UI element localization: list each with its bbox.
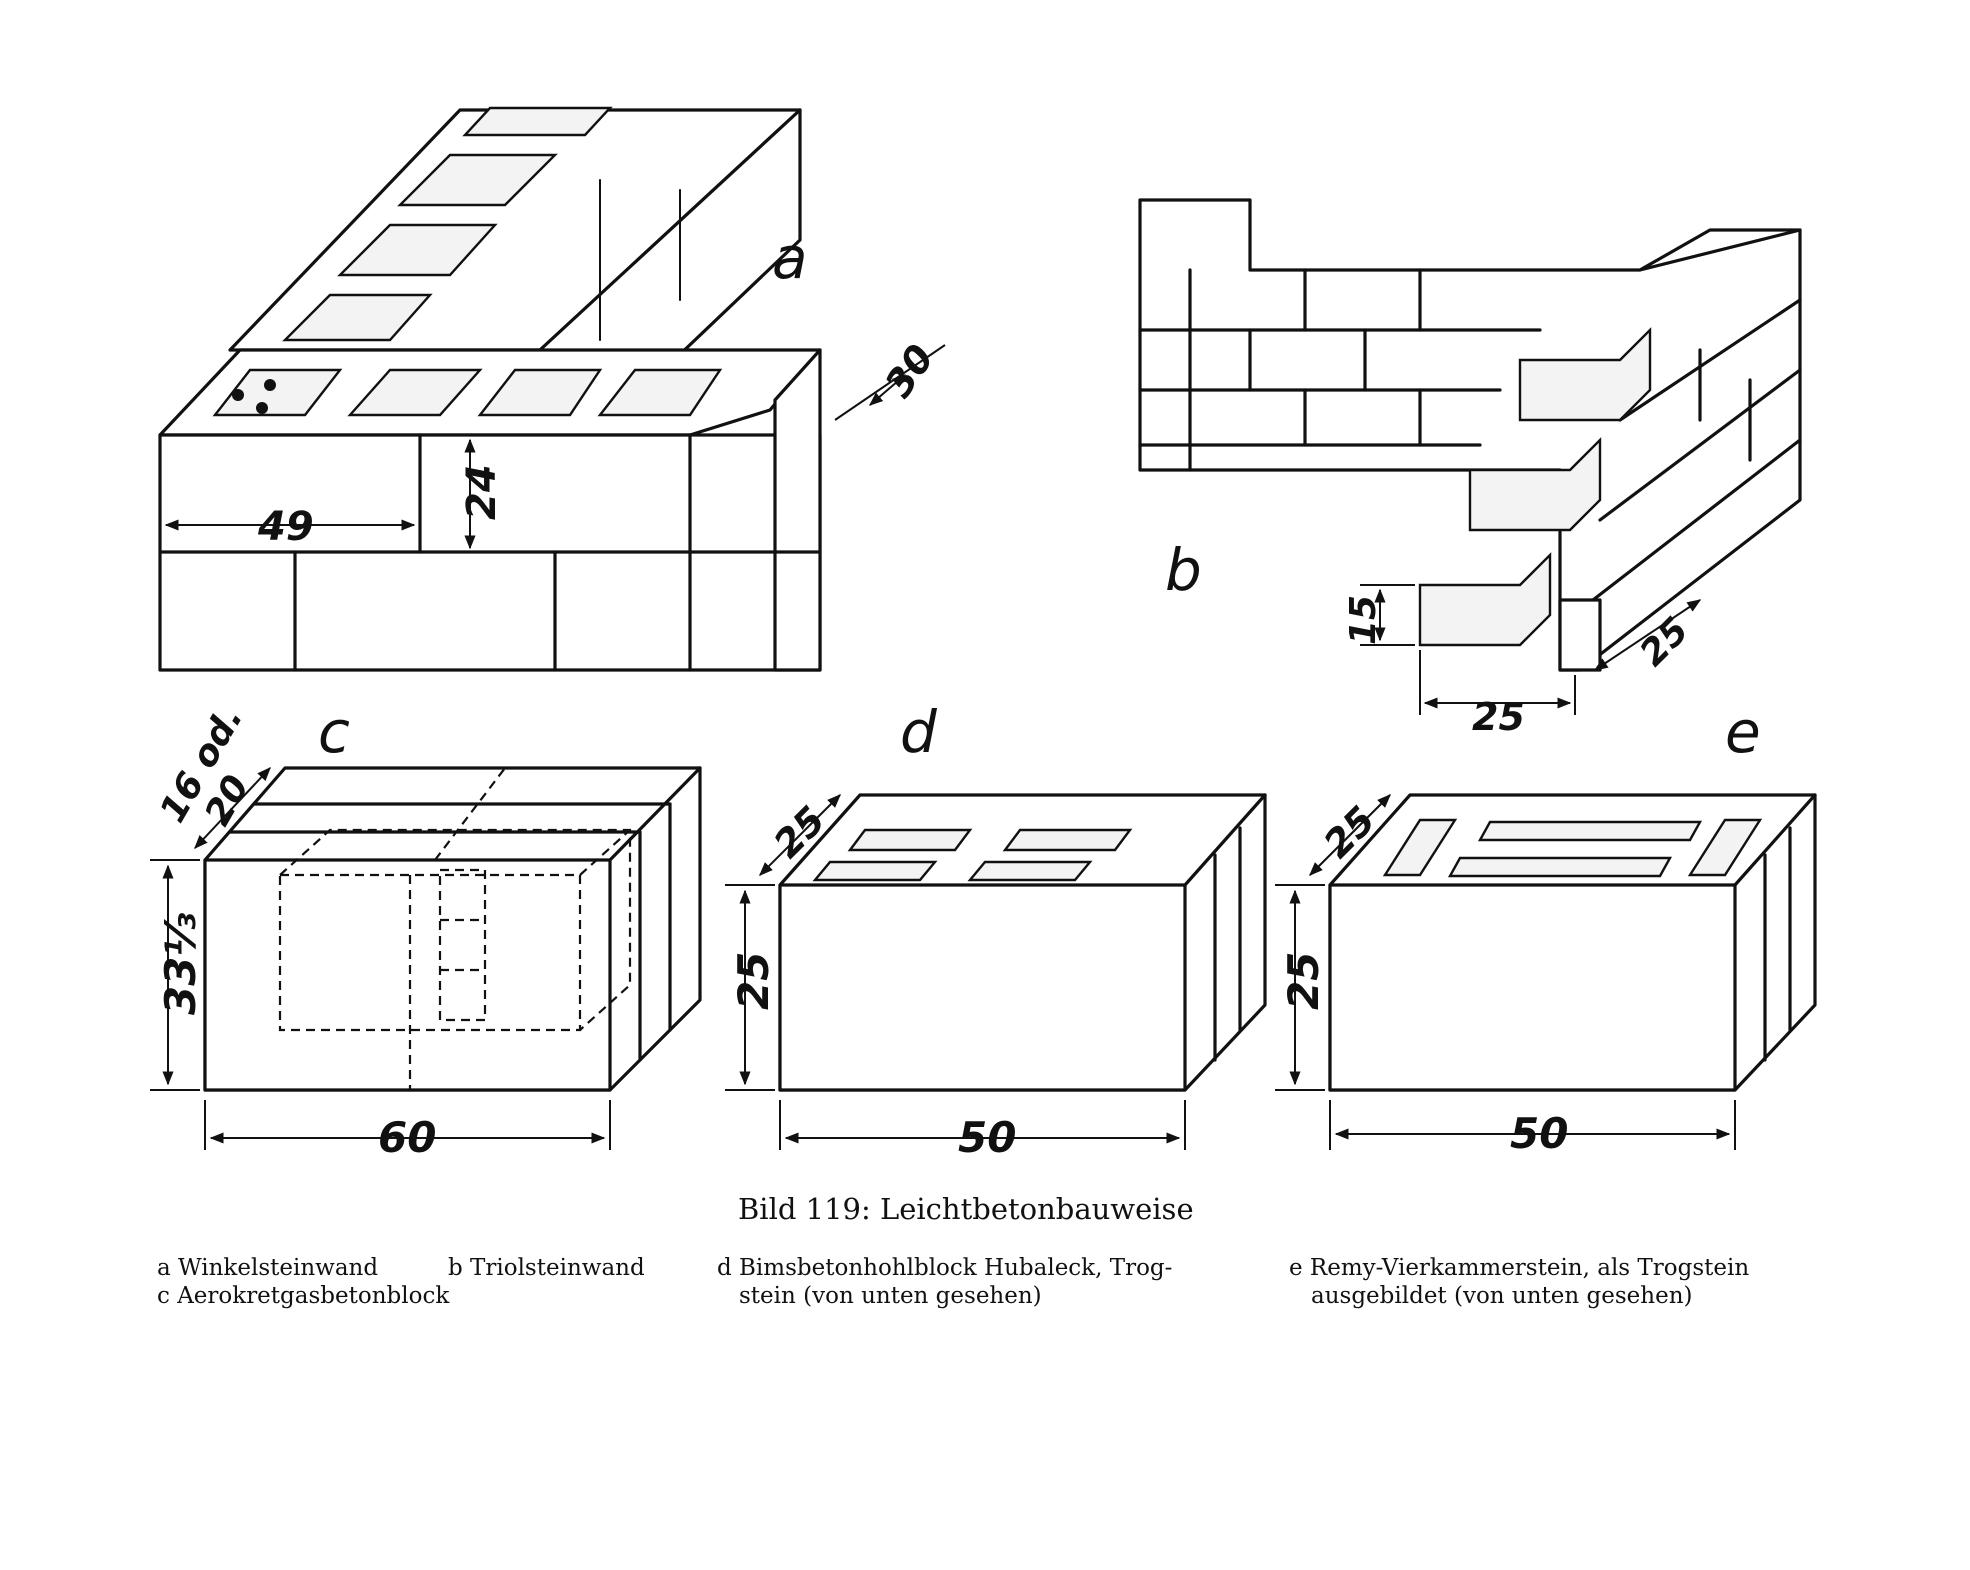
trough-b-2 bbox=[1468, 437, 1602, 532]
dim-b-height-label: 15 bbox=[1343, 595, 1384, 645]
cell-d-2 bbox=[1002, 828, 1133, 852]
cell-e-1 bbox=[1382, 818, 1458, 877]
dim-c-depth bbox=[194, 766, 271, 850]
drawing-e-letter: e bbox=[1725, 698, 1761, 766]
dim-e-length-label: 50 bbox=[1510, 1109, 1568, 1158]
trough-b-3 bbox=[1418, 552, 1552, 647]
dim-a-height-label: 24 bbox=[459, 464, 505, 520]
dim-a-length-label: 49 bbox=[257, 504, 314, 550]
legend-e-line1: e Remy-Vierkammerstein, als Trogstein bbox=[1289, 1255, 1750, 1281]
dim-d-height-label: 25 bbox=[729, 952, 778, 1010]
legend-d-line1: d Bimsbetonhohlblock Hubaleck, Trog- bbox=[717, 1255, 1173, 1281]
dim-d-depth bbox=[759, 794, 841, 876]
drawing-d-letter: d bbox=[900, 698, 938, 766]
legend-b: b Triolsteinwand bbox=[448, 1255, 645, 1281]
drawing-a-winkelsteinwand: 49 24 30 a bbox=[158, 106, 946, 672]
cell-d-1 bbox=[847, 828, 973, 852]
drawing-c-aerokret-block: 33⅓ 60 16 od. 20 c bbox=[150, 698, 702, 1162]
drawing-d-hohlblock: 25 50 25 d bbox=[725, 698, 1267, 1162]
drawing-a-letter: a bbox=[772, 224, 808, 292]
cell-d-3 bbox=[812, 860, 938, 882]
figure-title: Bild 119: Leichtbetonbauweise bbox=[738, 1192, 1194, 1226]
legend-d: d Bimsbetonhohlblock Hubaleck, Trog- ste… bbox=[717, 1254, 1172, 1310]
cell-e-2 bbox=[1477, 820, 1703, 842]
dim-b-depth bbox=[1593, 599, 1702, 671]
dim-e-height-label: 25 bbox=[1279, 952, 1328, 1010]
cell-d-4 bbox=[967, 860, 1093, 882]
wall-a-front-end bbox=[773, 348, 822, 672]
block-d-front-face bbox=[778, 883, 1187, 1092]
legend-e-line2: ausgebildet (von unten gesehen) bbox=[1311, 1283, 1693, 1309]
dim-c-height-label: 33⅓ bbox=[156, 913, 205, 1015]
cavities-a bbox=[282, 106, 613, 342]
trough-b-1 bbox=[1518, 327, 1652, 422]
hidden-cavity-c bbox=[278, 873, 582, 1032]
dim-a-depth-label: 30 bbox=[876, 337, 942, 406]
legend-a: a Winkelsteinwand bbox=[157, 1255, 379, 1281]
dim-d-length-label: 50 bbox=[958, 1113, 1016, 1162]
cell-e-4 bbox=[1687, 818, 1763, 877]
drawing-b-letter: b bbox=[1165, 536, 1202, 604]
block-c-front-face bbox=[203, 858, 612, 1092]
legend-d-line2: stein (von unten gesehen) bbox=[739, 1283, 1042, 1309]
dim-c-length-label: 60 bbox=[378, 1113, 436, 1162]
cell-e-3 bbox=[1447, 856, 1673, 878]
drawing-e-vierkammerstein: 25 50 25 e bbox=[1275, 698, 1817, 1158]
legend-e: e Remy-Vierkammerstein, als Trogstein au… bbox=[1289, 1254, 1749, 1310]
block-e-front-face bbox=[1328, 883, 1737, 1092]
legend-c: c Aerokretgasbetonblock bbox=[157, 1283, 450, 1309]
drawing-c-letter: c bbox=[318, 698, 350, 766]
dim-b-width-label: 25 bbox=[1472, 695, 1525, 739]
drawing-b-triolsteinwand: 15 25 25 b bbox=[1138, 198, 1802, 739]
dim-e-depth bbox=[1309, 794, 1391, 876]
